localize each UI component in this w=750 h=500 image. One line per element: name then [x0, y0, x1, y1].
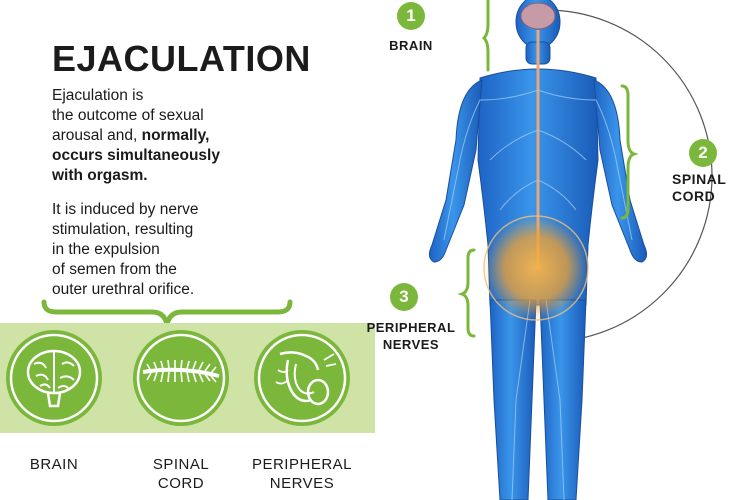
bracket-brain — [481, 0, 490, 72]
detail-line-1: It is induced by nerve — [52, 201, 199, 218]
page-title: EJACULATION — [52, 38, 311, 79]
icon-label-peripheral-line2: NERVES — [269, 475, 335, 492]
label-spinal-line2: CORD — [672, 188, 716, 204]
detail-line-3: in the expulsion — [52, 241, 160, 258]
badge-3: 3 — [390, 283, 418, 311]
detail-line-2: stimulation, resulting — [52, 221, 194, 238]
peripheral-nerves-badge — [254, 330, 350, 426]
brain-icon — [9, 333, 99, 423]
icon-label-brain-line1: BRAIN — [29, 456, 79, 473]
badge-2: 2 — [689, 139, 717, 167]
label-spinal-cord: SPINAL CORD — [672, 171, 734, 205]
intro-bold-word: normally, — [141, 127, 210, 144]
icon-label-spinal-line2: CORD — [157, 475, 205, 492]
intro-bold-line-2: occurs simultaneously — [52, 147, 220, 164]
intro-paragraph: Ejaculation is the outcome of sexual aro… — [52, 86, 302, 186]
connector-arc — [545, 9, 713, 343]
label-peripheral-line1: PERIPHERAL — [366, 320, 456, 335]
bracket-peripheral — [457, 248, 476, 338]
icon-label-spinal-cord: SPINAL CORD — [121, 455, 241, 493]
human-body-figure — [428, 0, 713, 500]
icon-label-peripheral-nerves: PERIPHERAL NERVES — [242, 455, 362, 493]
brain-badge — [6, 330, 102, 426]
pelvic-glow — [484, 216, 588, 320]
detail-line-4: of semen from the — [52, 261, 177, 278]
peripheral-nerves-icon — [257, 333, 347, 423]
label-spinal-line1: SPINAL — [672, 171, 727, 187]
bracket-spinal — [620, 84, 639, 220]
intro-line-3: arousal and, — [52, 127, 138, 144]
brain-highlight — [520, 2, 556, 30]
icon-label-brain: BRAIN — [0, 455, 114, 474]
icon-label-peripheral-line1: PERIPHERAL — [251, 456, 353, 473]
spinal-cord-icon — [136, 333, 226, 423]
nerve-lines — [443, 89, 633, 500]
label-brain: BRAIN — [378, 37, 444, 54]
icon-label-spinal-line1: SPINAL — [152, 456, 210, 473]
spinal-cord-badge — [133, 330, 229, 426]
badge-1: 1 — [397, 2, 425, 30]
detail-paragraph: It is induced by nerve stimulation, resu… — [52, 200, 302, 300]
label-peripheral-line2: NERVES — [382, 337, 440, 352]
intro-line-1: Ejaculation is — [52, 87, 144, 104]
detail-line-5: outer urethral orifice. — [52, 281, 195, 298]
intro-bold-line-3: with orgasm. — [52, 167, 148, 184]
label-peripheral-nerves: PERIPHERAL NERVES — [358, 319, 464, 353]
label-brain-line1: BRAIN — [389, 38, 433, 53]
intro-line-2: the outcome of sexual — [52, 107, 204, 124]
